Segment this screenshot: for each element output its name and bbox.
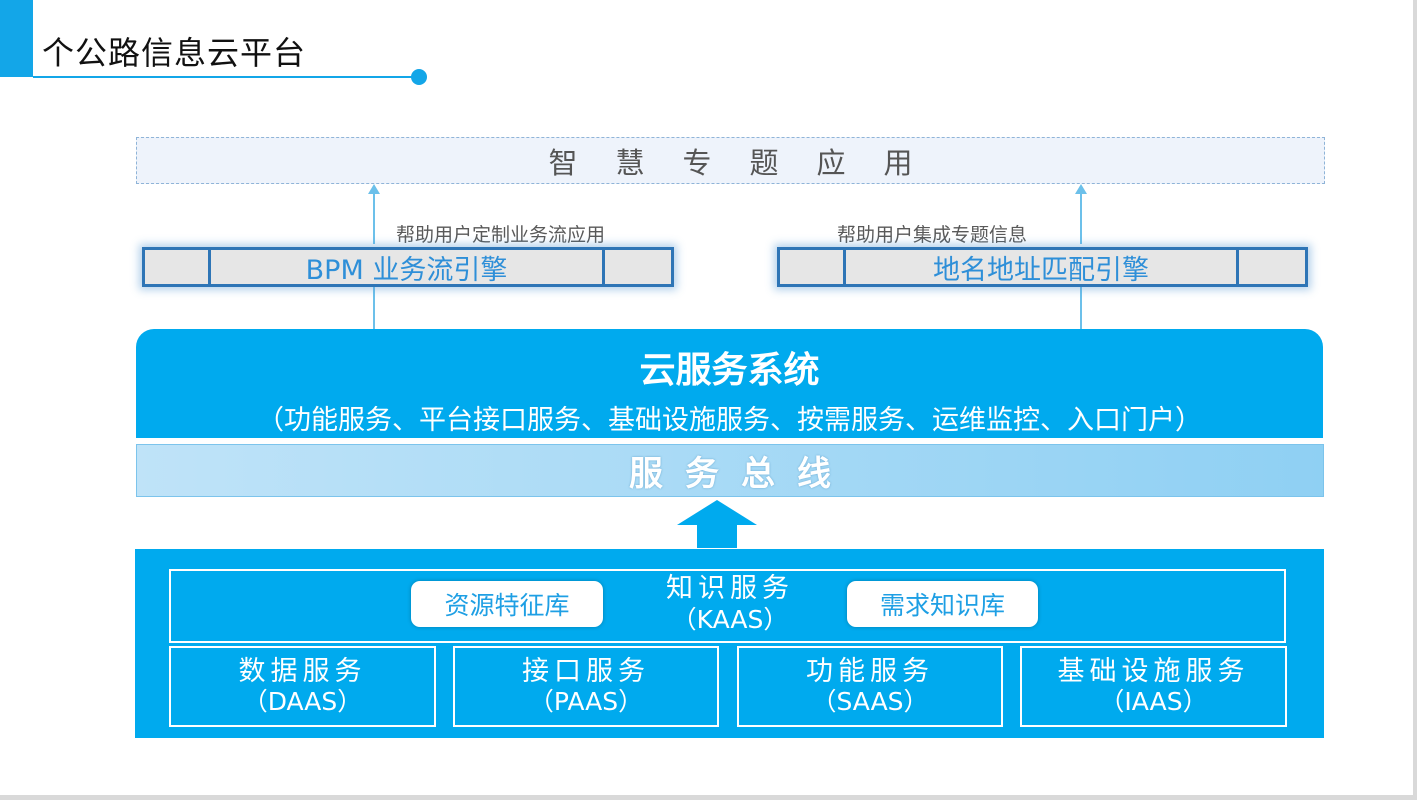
up-arrow-icon [1075, 184, 1087, 194]
big-up-arrow-icon [677, 500, 757, 525]
cloud-service-title: 云服务系统 [639, 350, 820, 391]
slide-edge-bottom [0, 795, 1417, 800]
service-code: （PAAS） [528, 686, 644, 716]
left-engine-caption: 帮助用户定制业务流应用 [396, 224, 606, 246]
service-bus-label: 服务总线 [629, 454, 853, 494]
service-title: 基础设施服务 [1057, 655, 1250, 687]
connector-line [1080, 192, 1082, 244]
service-title: 功能服务 [806, 655, 934, 687]
title-dot-icon [411, 69, 427, 85]
service-title: 数据服务 [238, 655, 367, 687]
connector-line [1080, 287, 1082, 329]
smart-apps-layer: 智慧专题应用 [136, 137, 1325, 184]
cloud-service-block [136, 329, 1323, 438]
cloud-service-subtitle: （功能服务、平台接口服务、基础设施服务、按需服务、运维监控、入口门户） [257, 405, 1202, 436]
service-code: （SAAS） [811, 686, 929, 716]
knowledge-service-code: （KAAS） [671, 605, 789, 634]
connector-line [373, 287, 375, 329]
up-arrow-icon [368, 184, 380, 194]
slide-edge-right [1413, 0, 1417, 800]
infrastructure-service-box: 基础设施服务 （IAAS） [1020, 646, 1287, 727]
service-bus: 服务总线 [136, 444, 1324, 497]
knowledge-service-label: 知识服务 （KAAS） [600, 573, 860, 635]
service-title: 接口服务 [522, 655, 650, 687]
big-up-arrow-body [697, 524, 737, 548]
knowledge-service-title: 知识服务 [666, 573, 794, 604]
knowledge-service-box [169, 569, 1286, 643]
bpm-engine: BPM 业务流引擎 [142, 247, 674, 287]
requirement-knowledge-db: 需求知识库 [847, 581, 1038, 627]
bpm-engine-label: BPM 业务流引擎 [211, 250, 605, 286]
base-services-layer [135, 549, 1324, 738]
resource-feature-db: 资源特征库 [411, 581, 603, 627]
data-service-box: 数据服务 （DAAS） [169, 646, 436, 727]
service-code: （DAAS） [242, 686, 363, 716]
interface-service-box: 接口服务 （PAAS） [453, 646, 719, 727]
title-accent-bar [0, 0, 33, 77]
smart-apps-label: 智慧专题应用 [548, 145, 951, 180]
connector-line [373, 192, 375, 244]
right-engine-caption: 帮助用户集成专题信息 [837, 224, 1028, 246]
address-engine-label: 地名地址匹配引擎 [846, 250, 1239, 286]
title-underline [33, 76, 419, 78]
page-title: 个公路信息云平台 [42, 34, 307, 72]
address-matching-engine: 地名地址匹配引擎 [777, 247, 1308, 287]
service-code: （IAAS） [1099, 686, 1208, 716]
function-service-box: 功能服务 （SAAS） [737, 646, 1003, 727]
